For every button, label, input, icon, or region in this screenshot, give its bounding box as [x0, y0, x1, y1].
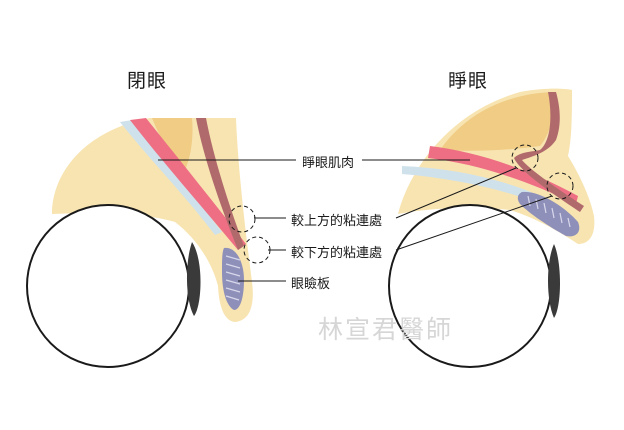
open-septum: [402, 166, 540, 204]
closed-muller-muscle: [196, 118, 244, 250]
levator-muscle-label: 睜眼肌肉: [302, 156, 355, 171]
tarsus-label: 眼瞼板: [291, 277, 331, 292]
open-orbital-fat: [440, 92, 554, 151]
closed-eyelid-skin: [52, 118, 253, 322]
upper-adhesion-label: 較上方的粘連處: [291, 214, 383, 229]
closed-tarsus: [222, 247, 244, 310]
leader-lower-right: [395, 195, 553, 251]
leader-lines: [158, 159, 553, 282]
open-eye-panel: [388, 88, 595, 368]
open-lower-adhesion-circle: [546, 172, 574, 200]
closed-eye-panel: [26, 118, 271, 368]
closed-orbital-fat: [152, 118, 193, 172]
open-upper-adhesion-circle: [511, 144, 539, 172]
watermark: 林宣君醫師: [318, 315, 454, 344]
lower-adhesion-label: 較下方的粘連處: [291, 246, 383, 261]
closed-tarsus-glands: [225, 255, 241, 301]
closed-eyeball: [26, 204, 190, 368]
closed-septum: [120, 120, 222, 235]
open-pupil: [548, 244, 560, 318]
closed-upper-adhesion-circle: [228, 205, 256, 233]
open-tarsus-glands: [527, 195, 571, 228]
open-eye-title: 睜眼: [448, 70, 489, 92]
closed-pupil: [186, 242, 201, 316]
open-muller-muscle: [514, 92, 584, 212]
closed-levator-muscle: [130, 118, 246, 250]
closed-eye-title: 閉眼: [127, 70, 168, 92]
leader-upper-right: [395, 167, 517, 219]
